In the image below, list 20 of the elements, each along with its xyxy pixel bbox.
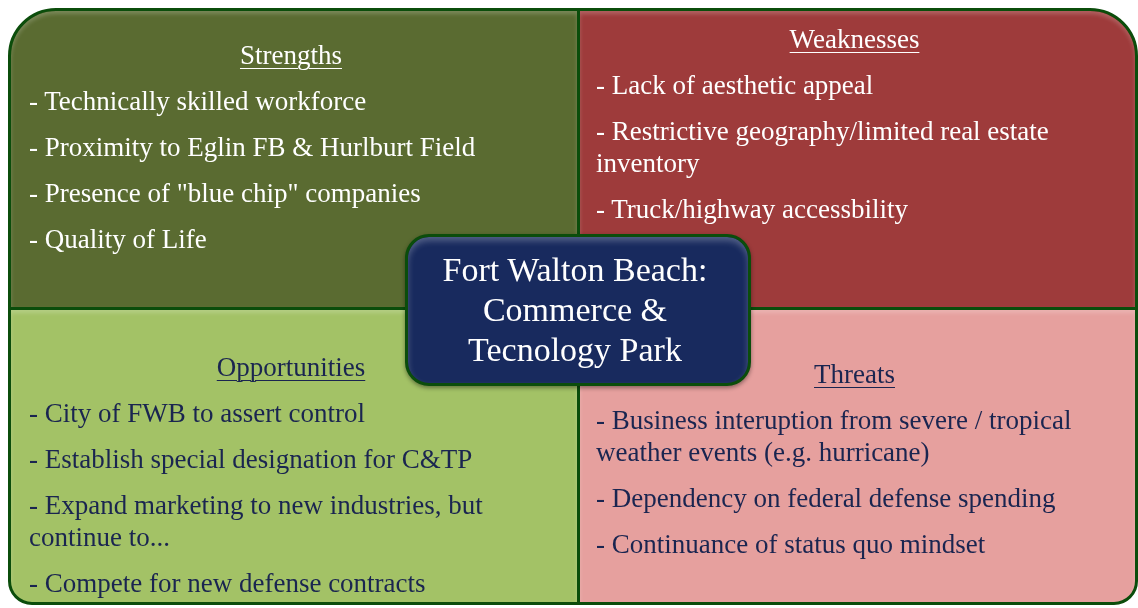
quadrant-heading: Strengths [240,39,342,71]
title-text: Fort Walton Beach: Commerce & Tecnology Park [441,250,709,370]
bullet-item: - Truck/highway accessbility [596,193,908,225]
bullet-item: - Business interuption from severe / tropical weather events (e.g. hurricane) [596,404,1073,468]
bullet-item: - Restrictive geography/limited real estate inventory [596,115,1050,179]
title-box [405,234,751,386]
bullet-item: - Lack of aesthetic appeal [596,69,874,101]
quadrant-heading: Opportunities [216,351,366,383]
bullet-item: - Continuance of status quo mindset [596,528,986,560]
bullet-item: - City of FWB to assert control [29,397,365,429]
bullet-item: - Technically skilled workforce [29,85,367,117]
bullet-item: - Proximity to Eglin FB & Hurlburt Field [29,131,476,163]
bullet-item: - Presence of "blue chip" companies [29,177,421,209]
bullet-item: - Dependency on federal defense spending [596,482,1056,514]
bullet-item: - Compete for new defense contracts [29,567,426,599]
quadrant-heading: Threats [814,358,895,390]
quadrant-heading: Weaknesses [789,23,920,55]
bullet-item: - Expand marketing to new industries, but continue to... [29,489,484,553]
bullet-item: - Quality of Life [29,223,207,255]
bullet-item: - Establish special designation for C&TP [29,443,473,475]
